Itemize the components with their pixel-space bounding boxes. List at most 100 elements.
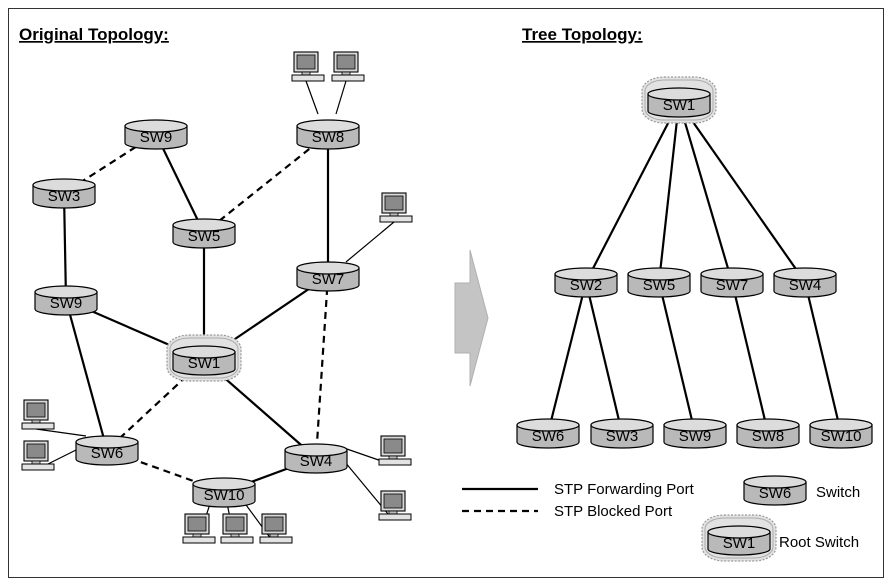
switch-icon [590, 418, 654, 449]
blocked-link-sw1-sw6 [106, 359, 205, 451]
root-switch-icon [647, 87, 711, 118]
tree-link-t_sw4-t_sw10 [803, 281, 843, 434]
switch-tree-sw5: SW5 [627, 267, 691, 298]
legend: STP Forwarding Port STP Blocked Port SW6… [462, 475, 860, 562]
computer-link [335, 80, 347, 115]
switch-label: SW9 [50, 295, 83, 312]
switch-icon [75, 435, 139, 466]
switch-tree-sw10: SW10 [809, 418, 873, 449]
blocked-link-sw6-sw10 [106, 448, 225, 494]
computer-icon [331, 51, 365, 82]
computers [21, 51, 413, 544]
computer-link [35, 428, 87, 437]
root-switch-halo-inner [169, 337, 239, 379]
switch-label: SW3 [48, 188, 81, 205]
computer-icon [379, 192, 413, 223]
switch-label: SW8 [752, 428, 785, 445]
switch-icon [124, 119, 188, 150]
legend-switch-label: Switch [816, 484, 860, 501]
switch-label: SW6 [91, 445, 124, 462]
diagram-frame [8, 8, 884, 578]
legend-blocked-label: STP Blocked Port [554, 503, 673, 520]
switch-label: SW1 [723, 535, 756, 552]
blocked-link-sw8-sw5 [203, 133, 329, 234]
switch-label: SW4 [789, 277, 822, 294]
switch-icon [809, 418, 873, 449]
switch-tree-sw9: SW9 [663, 418, 727, 449]
switch-original-sw5: SW5 [172, 218, 236, 249]
computer-icon [291, 51, 325, 82]
tree-link-t_sw1-t_sw4 [678, 101, 806, 283]
computer-icon [21, 440, 55, 471]
switch-label: SW9 [140, 129, 173, 146]
root-switch-icon [707, 525, 771, 556]
tree-link-t_sw2-t_sw6 [546, 281, 588, 434]
tree-link-t_sw1-t_sw7 [677, 101, 734, 283]
switch-tree-sw8: SW8 [736, 418, 800, 449]
switch-tree-sw3: SW3 [590, 418, 654, 449]
switch-icon [743, 475, 807, 506]
computer-link [305, 80, 319, 115]
forwarding-link-sw9a-sw5 [155, 133, 205, 234]
root-switch-halo-inner [704, 517, 774, 559]
legend-switch-sample: SW6 [743, 475, 807, 506]
legend-root-label: Root Switch [779, 534, 859, 551]
computer-icon [21, 399, 55, 430]
switch-tree-sw2: SW2 [554, 267, 618, 298]
switch-label: SW7 [716, 277, 749, 294]
switch-tree-sw7: SW7 [700, 267, 764, 298]
tree-link-t_sw7-t_sw8 [730, 281, 770, 434]
root-switch-icon [172, 345, 236, 376]
computer-icon [182, 513, 216, 544]
switch-icon [700, 267, 764, 298]
blocked-link-sw7-sw4 [314, 275, 330, 459]
switch-icon [284, 443, 348, 474]
switch-original-sw4: SW4 [284, 443, 348, 474]
forwarding-link-sw9b-sw6 [64, 299, 109, 451]
switch-original-sw6: SW6 [75, 435, 139, 466]
switch-icon [516, 418, 580, 449]
arrow-right-icon [454, 249, 489, 387]
tree-link-t_sw5-t_sw9 [657, 281, 697, 434]
legend-root-switch-sample: SW1 [701, 514, 777, 562]
switch-label: SW4 [300, 453, 333, 470]
switch-icon [34, 285, 98, 316]
switch-label: SW2 [570, 277, 603, 294]
switch-original-sw9b: SW9 [34, 285, 98, 316]
switch-icon [773, 267, 837, 298]
switch-label: SW10 [821, 428, 862, 445]
switch-tree-sw4: SW4 [773, 267, 837, 298]
tree-link-t_sw1-t_sw5 [657, 101, 681, 283]
switch-label: SW1 [188, 355, 221, 372]
original-topology-title: Original Topology: [19, 25, 169, 44]
computer-link [345, 221, 395, 263]
computer-icon [378, 490, 412, 521]
switch-label: SW8 [312, 129, 345, 146]
switch-original-sw10: SW10 [192, 477, 256, 508]
tree-link-t_sw1-t_sw2 [585, 101, 680, 283]
switch-icon [296, 119, 360, 150]
switch-label: SW1 [663, 97, 696, 114]
switch-label: SW7 [312, 271, 345, 288]
tree-link-t_sw2-t_sw3 [584, 281, 624, 434]
switch-label: SW10 [204, 487, 245, 504]
switch-icon [172, 218, 236, 249]
root-switch-original-sw1: SW1 [166, 334, 242, 382]
switch-original-sw7: SW7 [296, 261, 360, 292]
computer-icon [259, 513, 293, 544]
switch-label: SW5 [643, 277, 676, 294]
switch-legend-sample: SW6 [743, 475, 807, 506]
switch-icon [554, 267, 618, 298]
forwarding-link-sw3-sw9b [62, 192, 68, 301]
switch-label: SW5 [188, 228, 221, 245]
switch-icon [663, 418, 727, 449]
switch-icon [736, 418, 800, 449]
switch-label: SW6 [532, 428, 565, 445]
computer-icon [378, 435, 412, 466]
switch-label: SW9 [679, 428, 712, 445]
root-switch-halo-inner [644, 79, 714, 121]
legend-forwarding-label: STP Forwarding Port [554, 481, 695, 498]
switch-original-sw3: SW3 [32, 178, 96, 209]
switch-label: SW6 [759, 485, 792, 502]
